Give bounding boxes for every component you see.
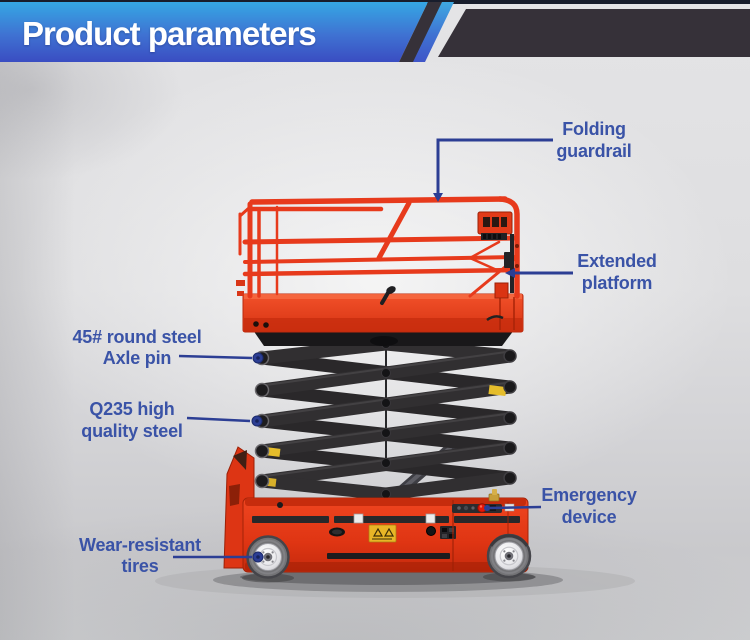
annotation-label-folding-guardrail: Folding guardrail [556,119,632,161]
leader-dot [484,505,490,511]
arrowhead-left [505,268,515,278]
annotation-label-emergency-device: Emergency device [541,485,637,527]
annotation-label-axle-pin: 45# round steel Axle pin [72,327,202,368]
page-title: Product parameters [22,15,317,52]
leader-emergency-device [484,505,542,511]
scissor-arms [254,337,517,501]
annotation-lines [173,138,573,563]
right-wheel [483,533,535,582]
arrowhead-down [433,193,443,202]
platform-control-box [477,211,519,299]
leader-q235-steel [186,415,263,427]
platform-deck [242,286,524,346]
leader-folding-guardrail [433,138,553,202]
leader-wear-resistant-tires [173,551,264,563]
axle-pin-bolts [254,339,517,499]
annotation-label-extended-platform: Extended platform [577,251,657,293]
header-banner [0,2,428,62]
folding-guardrail-structure [236,196,520,299]
chassis [223,446,529,573]
leader-extended-platform [505,268,573,278]
warning-label [368,524,397,543]
header-dark-band [438,9,750,57]
leader-axle-pin [178,352,264,364]
annotation-label-q235-steel: Q235 high quality steel [81,399,183,441]
annotation-label-wear-resistant-tires: Wear-resistant tires [79,535,201,576]
